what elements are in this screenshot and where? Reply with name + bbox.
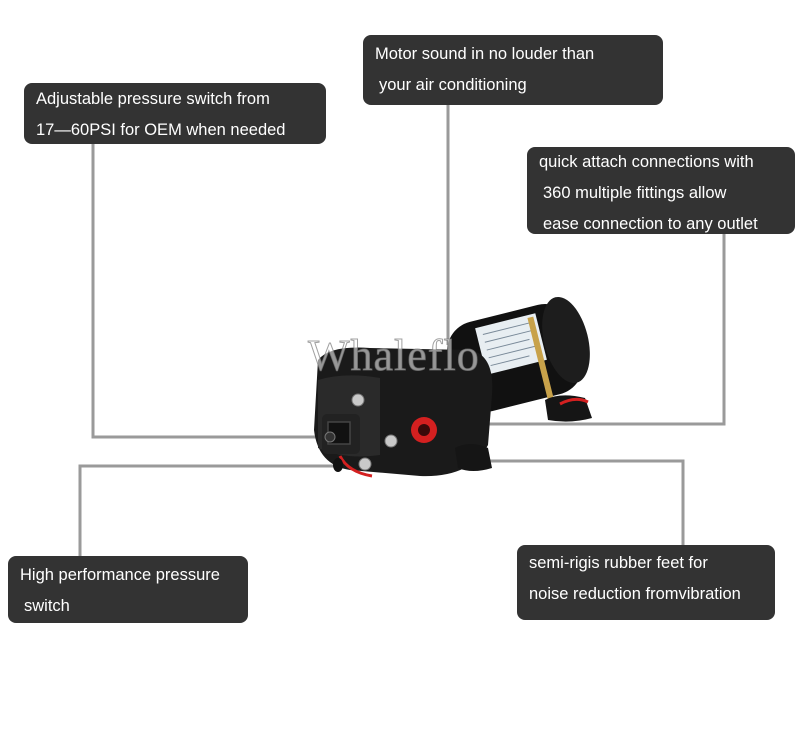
callout-line: your air conditioning xyxy=(379,76,527,94)
callout-motor-sound: Motor sound in no louder than your air c… xyxy=(363,35,663,105)
pump-image xyxy=(314,296,592,478)
front-rubber-foot xyxy=(455,444,492,471)
leader-switch-adjust xyxy=(91,144,320,439)
callout-line: semi-rigis rubber feet for xyxy=(529,554,708,572)
leader-rubber-feet xyxy=(478,459,685,545)
brand-watermark: Whaleflo xyxy=(308,331,480,381)
callout-line: quick attach connections with xyxy=(539,153,754,171)
motor-end-cap xyxy=(542,296,590,384)
callout-line: noise reduction fromvibration xyxy=(529,585,741,603)
callout-adjustable-pressure-switch: Adjustable pressure switch from 17—60PSI… xyxy=(24,83,326,144)
callout-line: 360 multiple fittings allow xyxy=(543,184,727,202)
callout-line: High performance pressure xyxy=(20,566,220,584)
leader-quick-attach xyxy=(430,234,726,426)
callout-rubber-feet: semi-rigis rubber feet for noise reducti… xyxy=(517,545,775,620)
callout-high-performance-switch: High performance pressure switch xyxy=(8,556,248,623)
callout-line: Motor sound in no louder than xyxy=(375,45,595,63)
rear-rubber-foot xyxy=(545,395,592,422)
callout-line: switch xyxy=(24,597,70,615)
callout-line: ease connection to any outlet xyxy=(543,215,758,233)
callout-line: 17—60PSI for OEM when needed xyxy=(36,121,286,139)
callout-line: Adjustable pressure switch from xyxy=(36,90,270,108)
leader-high-performance xyxy=(78,464,335,556)
callout-quick-attach: quick attach connections with 360 multip… xyxy=(527,147,795,234)
